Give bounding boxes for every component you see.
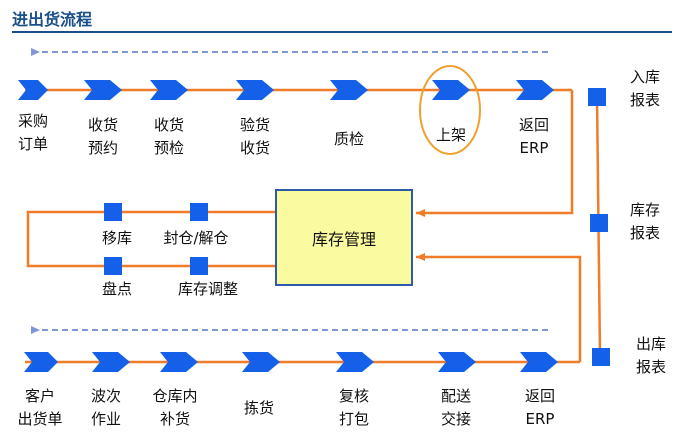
outbound-chevron-review-pack [336,352,374,372]
outbound-chevron-wave-operation [92,352,130,372]
square-node-inventory-report [590,214,608,232]
report-line1: 出库 [636,335,667,353]
outbound-step-line1: 配送 [440,387,472,405]
report-line1: 入库 [630,68,661,86]
outbound-step-line1: 仓库内 [152,387,198,405]
inbound-chevron-quality-check [330,80,368,100]
outbound-step-line1: 复核 [338,387,370,405]
outbound-chevron-return-erp [520,352,558,372]
report-line2: 报表 [636,358,667,376]
inbound-chevron-return-erp [516,80,554,100]
title-divider [12,31,672,33]
inbound-step-line2: 收货 [239,139,271,157]
inbound-step-line1: 上架 [435,126,467,144]
report-label: 入库 报表 [630,66,660,112]
outbound-step-line2: 作业 [90,410,122,428]
outbound-step-line1: 波次 [90,387,122,405]
inbound-step-line2: ERP [519,139,549,157]
inventory-management-label: 库存管理 [311,229,376,249]
inbound-step-line1: 采购 [17,112,49,130]
outbound-step-line2: ERP [525,410,555,428]
inbound-step-label: 验货 收货 [240,114,270,160]
inbound-step-line1: 收货 [153,116,185,134]
square-node-seal-unseal [190,203,208,221]
inbound-chevron-putaway [432,80,470,100]
outbound-step-label: 客户 出货单 [17,385,62,431]
outbound-chevron-delivery-handover [438,352,476,372]
report-line1: 库存 [630,201,661,219]
inbound-step-label: 收货 预检 [154,114,184,160]
report-line2: 报表 [630,224,661,242]
inbound-chevron-inspection [236,80,274,100]
outbound-chevron-picking [242,352,280,372]
report-label: 出库 报表 [636,333,666,379]
report-line2: 报表 [630,91,661,109]
outbound-to-inventory-connector [416,253,582,362]
putaway-highlight-ring [419,65,481,155]
inbound-step-label: 质检 [334,128,364,151]
inbound-step-line2: 预约 [87,139,119,157]
inbound-step-line1: 返回 [518,116,550,134]
square-node-inbound-report [588,88,606,106]
outbound-step-line2: 补货 [159,410,191,428]
page-title: 进出货流程 [12,10,93,29]
inventory-op-label: 封仓/解仓 [163,229,229,247]
outbound-step-label: 配送 交接 [441,385,471,431]
inbound-step-label: 采购 订单 [18,110,48,156]
inventory-ops-loop [26,210,275,268]
square-node-stocktake [104,257,122,275]
outbound-step-label: 拣货 [244,397,274,420]
inbound-step-line1: 验货 [239,116,271,134]
inbound-step-label: 收货 预约 [88,114,118,160]
outbound-step-line1: 拣货 [243,399,275,417]
report-label: 库存 报表 [630,199,660,245]
inbound-chevron-purchase-order [18,80,48,100]
inbound-step-line1: 质检 [333,130,365,148]
inventory-op-label: 移库 [101,229,133,247]
outbound-chevron-replenishment [160,352,198,372]
outbound-step-line1: 客户 [24,387,56,405]
inbound-step-label: 返回 ERP [519,114,549,160]
outbound-step-line2: 出货单 [17,410,63,428]
inventory-op-label: 库存调整 [177,280,239,298]
inbound-step-line2: 订单 [17,135,49,153]
outbound-chevron-customer-order [24,352,58,372]
outbound-step-label: 复核 打包 [339,385,369,431]
outbound-step-line1: 返回 [524,387,556,405]
square-node-outbound-report [592,348,610,366]
outbound-step-label: 返回 ERP [525,385,555,431]
inbound-step-line1: 收货 [87,116,119,134]
inbound-chevron-receipt-precheck [150,80,188,100]
inbound-step-label: 上架 [436,124,466,147]
outbound-step-label: 波次 作业 [91,385,121,431]
inbound-chevron-receipt-appointment [84,80,122,100]
square-node-transfer [104,203,122,221]
square-node-adjustment [190,257,208,275]
outbound-step-label: 仓库内 补货 [152,385,197,431]
outbound-step-line2: 交接 [440,410,472,428]
inventory-management-box: 库存管理 [275,189,413,286]
inbound-to-inventory-connector [416,90,574,217]
inventory-op-label: 盘点 [101,280,133,298]
inbound-step-line2: 预检 [153,139,185,157]
outbound-step-line2: 打包 [338,410,370,428]
